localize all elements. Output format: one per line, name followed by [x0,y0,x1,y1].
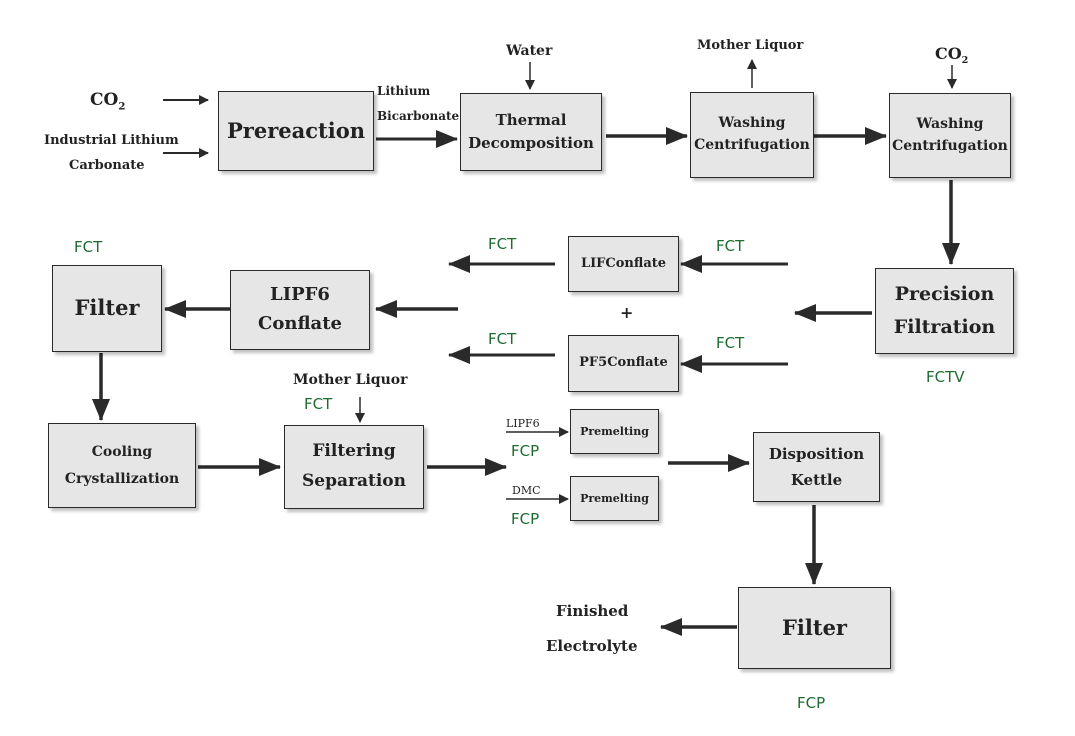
precision-label-line1: Precision [894,282,995,305]
lipf6-small-label: LIPF6 [506,417,540,430]
cooling-label-line2: Crystallization [64,470,180,487]
premelting-2-box: Premelting [570,476,659,521]
precision-filtration-box: Precision Filtration [875,268,1014,354]
filtering-separation-box: Filtering Separation [284,425,424,509]
fct-lower-left-code: FCT [488,330,517,348]
thermal-decomposition-box: Thermal Decomposition [460,93,602,171]
filter-bottom-label: Filter [782,614,847,640]
fcp-lipf6-code: FCP [511,442,540,460]
premelting-2-label: Premelting [580,491,649,505]
disposition-label-line1: Disposition [768,444,865,463]
mother-liquor-top-label: Mother Liquor [697,38,804,53]
lithium-label: Lithium [377,84,431,98]
carbonate-label: Carbonate [69,158,145,173]
disposition-label-line2: Kettle [790,471,843,489]
fcp-dmc-code: FCP [511,510,540,528]
lipf6-label-line2: Conflate [258,313,342,334]
electrolyte-label: Electrolyte [546,637,638,655]
cooling-label-line1: Cooling [91,443,153,460]
lipf6-label-line1: LIPF6 [270,284,330,306]
filtering-label-line2: Separation [302,471,406,491]
prereaction-box: Prereaction [218,91,374,171]
thermal-label-line2: Decomposition [468,134,594,152]
precision-label-line2: Filtration [893,316,996,338]
fct-upper-right-code: FCT [716,237,745,255]
filter-top-box: Filter [52,265,162,352]
lifconflate-label: LIFConflate [580,255,667,271]
lifconflate-box: LIFConflate [568,236,679,292]
washing-centrifugation-2-box: Washing Centrifugation [889,93,1011,178]
filtering-label-line1: Filtering [312,441,396,462]
bicarbonate-label: Bicarbonate [377,109,460,123]
cooling-crystallization-box: Cooling Crystallization [48,423,196,508]
fct-mother-code: FCT [304,395,333,413]
washing2-label-line1: Washing [916,115,984,132]
premelting-1-label: Premelting [580,424,649,438]
plus-label: + [620,303,634,322]
disposition-kettle-box: Disposition Kettle [753,432,880,502]
thermal-label-line1: Thermal [495,110,567,129]
washing2-label-line2: Centrifugation [892,137,1008,154]
washing1-label-line2: Centrifugation [694,137,810,153]
co2-right-label: CO2 [935,44,969,67]
pf5conflate-label: PF5Conflate [579,355,668,371]
fctv-code: FCTV [926,368,965,386]
filter-top-label: Filter [74,295,140,321]
filter-bottom-box: Filter [738,587,891,669]
industrial-lithium-label: Industrial Lithium [44,133,179,148]
fct-filter-code: FCT [74,238,103,256]
prereaction-label: Prereaction [227,117,365,143]
fct-upper-left-code: FCT [488,235,517,253]
washing-centrifugation-1-box: Washing Centrifugation [690,92,814,178]
mother-liquor-mid-label: Mother Liquor [293,372,408,388]
fct-lower-right-code: FCT [716,334,745,352]
lipf6-conflate-box: LIPF6 Conflate [230,270,370,350]
water-label: Water [506,43,553,59]
washing1-label-line1: Washing [718,115,786,132]
fcp-bottom-code: FCP [797,694,826,712]
finished-label: Finished [556,602,629,620]
pf5conflate-box: PF5Conflate [568,335,679,392]
dmc-label: DMC [512,484,541,497]
premelting-1-box: Premelting [570,409,659,454]
co2-left-label: CO2 [90,90,126,113]
